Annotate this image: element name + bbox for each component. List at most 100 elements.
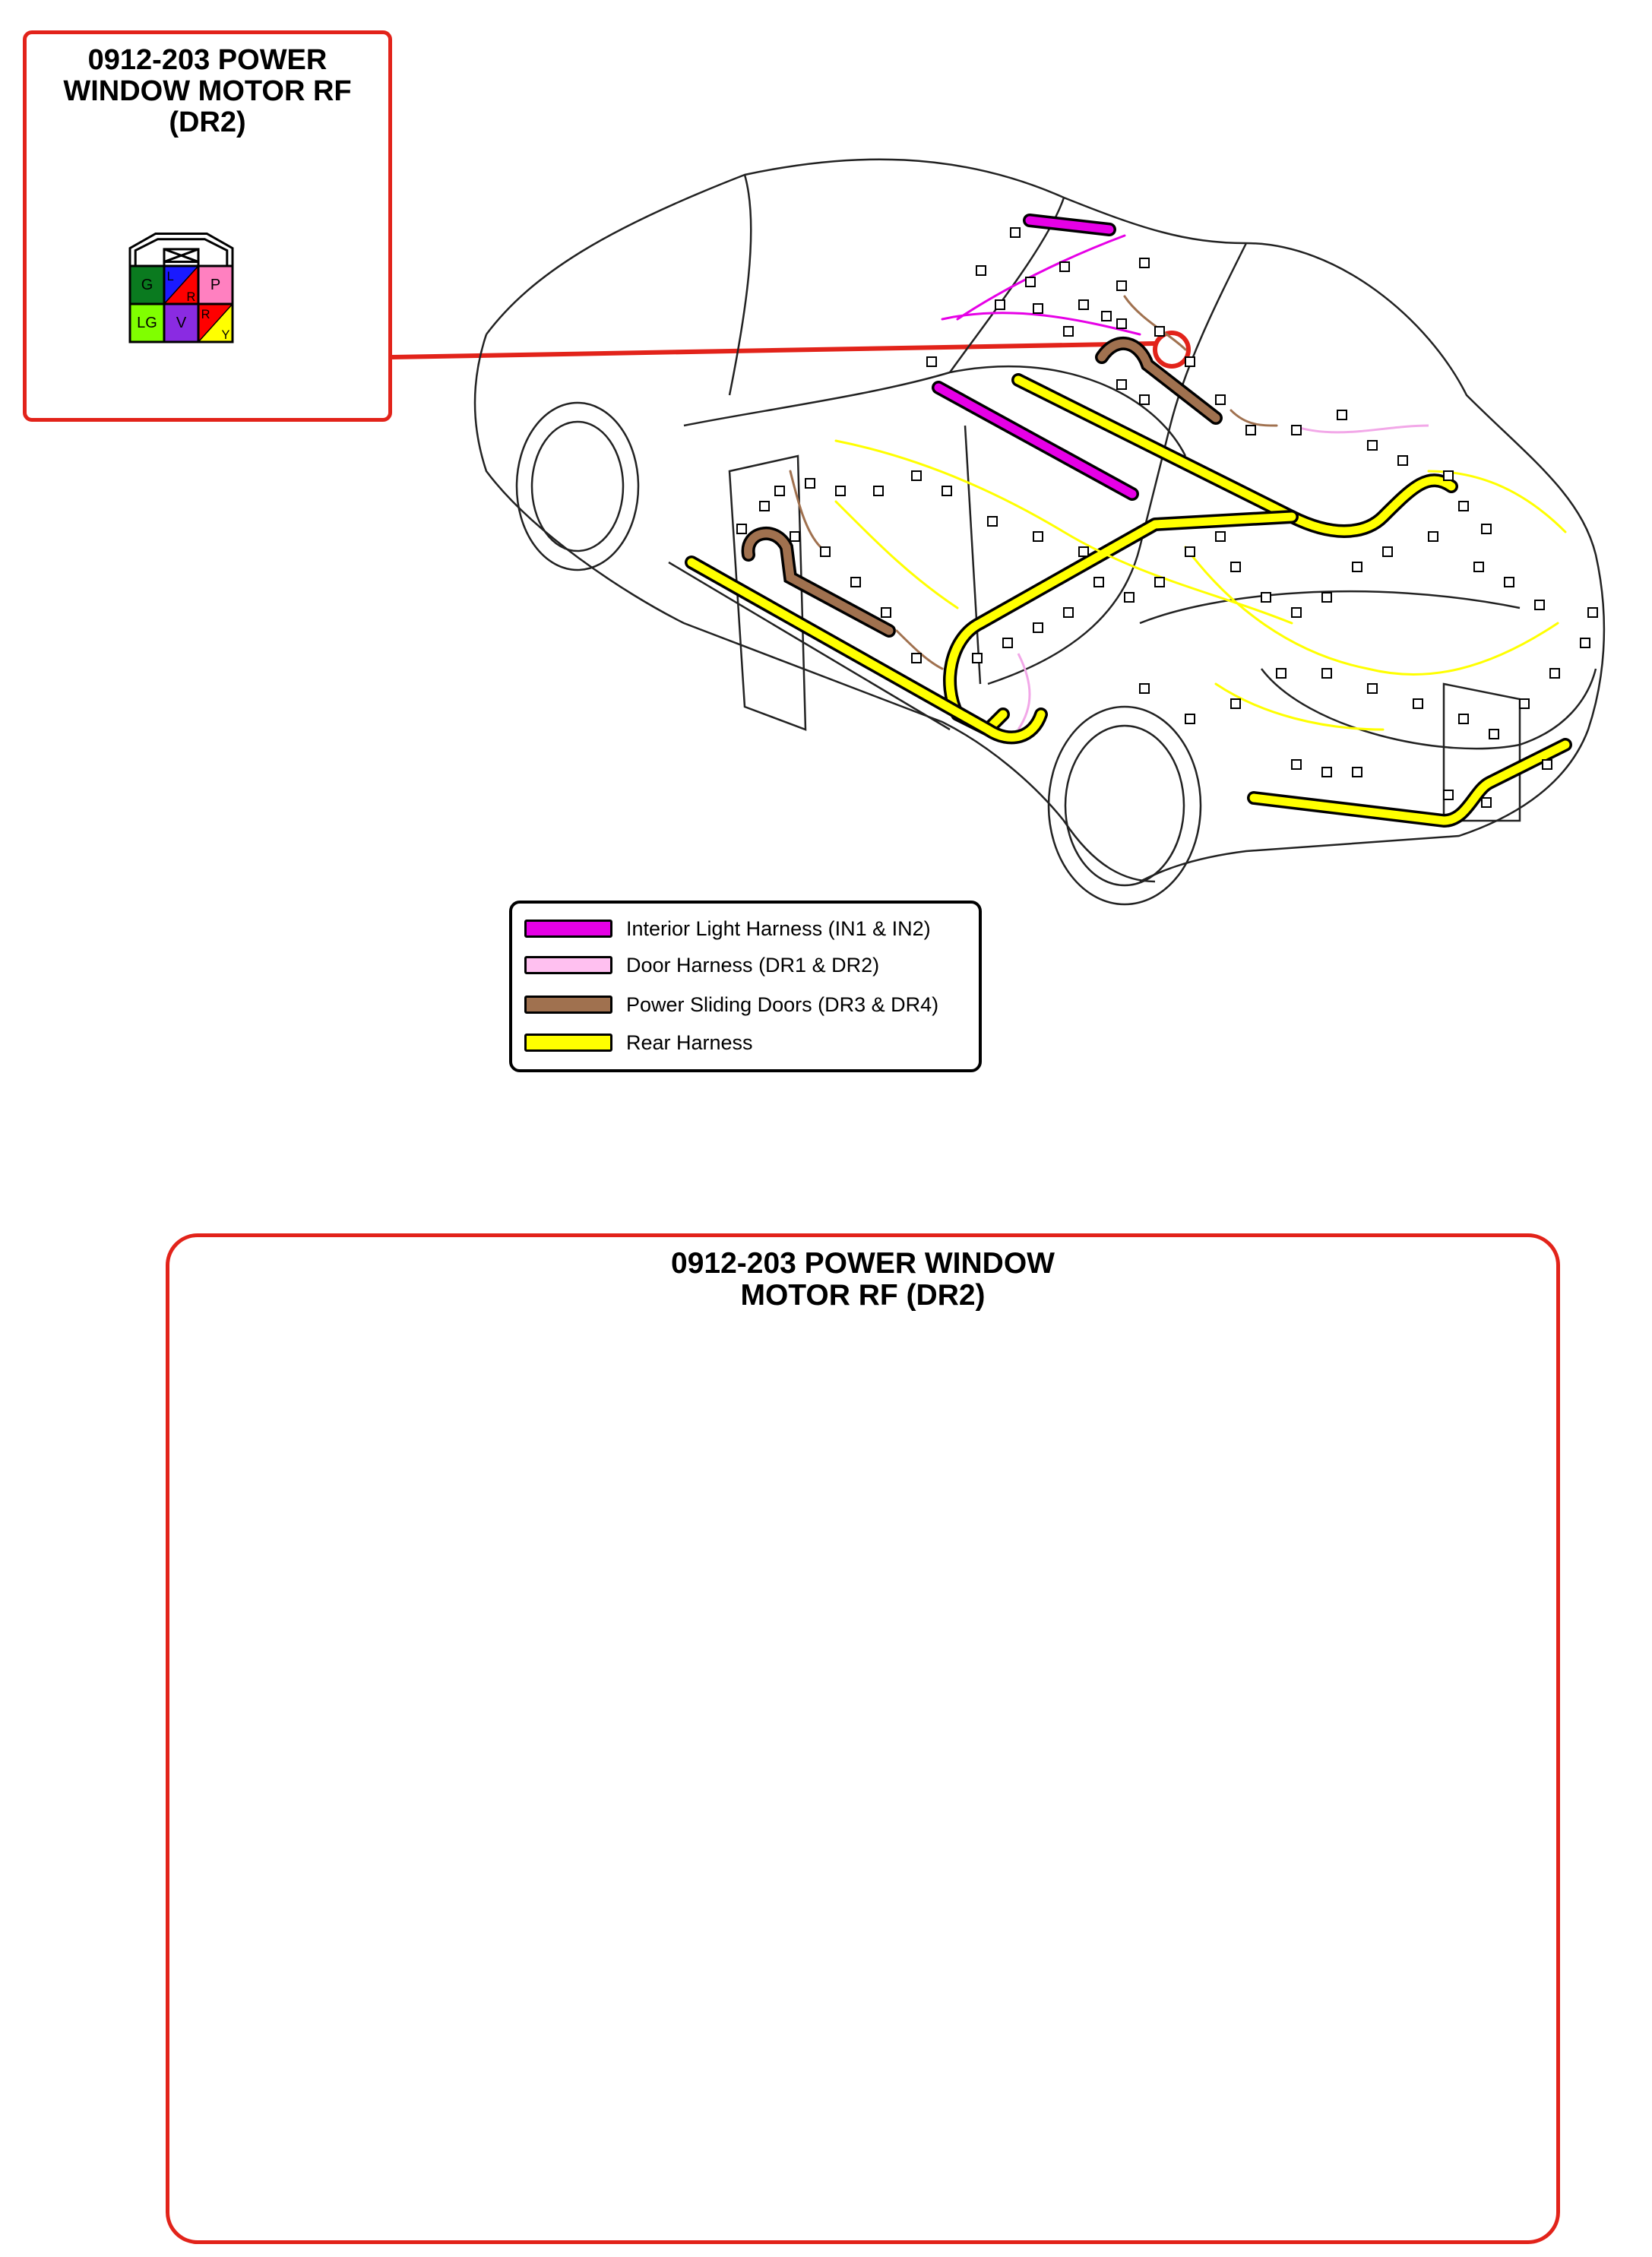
harness-connector-block	[1124, 592, 1135, 603]
legend-swatch	[524, 956, 612, 974]
harness-segment	[1025, 216, 1114, 234]
harness-connector-block	[1139, 394, 1150, 405]
harness-connector-block	[1139, 683, 1150, 694]
interior-light-harness	[932, 214, 1141, 501]
harness-connector-block	[1276, 668, 1286, 679]
pin-wire-color-label: V	[176, 315, 187, 331]
harness-connector-block	[1549, 668, 1560, 679]
legend-swatch	[524, 1034, 612, 1052]
legend-label: Rear Harness	[626, 1030, 753, 1054]
title-line: (DR2)	[169, 106, 246, 139]
harness-connector-block	[881, 607, 891, 618]
harness-thin	[789, 295, 1278, 670]
connector-pin: G	[128, 264, 166, 305]
harness-connector-block	[1101, 311, 1112, 321]
pin-wire-color-label: LG	[137, 315, 157, 331]
harness-connector-block	[1291, 425, 1302, 435]
legend-label: Power Sliding Doors (DR3 & DR4)	[626, 992, 939, 1016]
harness-connector-block	[736, 524, 747, 534]
harness-connector-block	[1215, 394, 1226, 405]
legend-item: Rear Harness	[524, 1030, 753, 1056]
title-line: 0912-203 POWER	[87, 44, 328, 76]
harness-connector-block	[1428, 531, 1438, 542]
harness-connector-block	[1116, 280, 1127, 291]
harness-connector-block	[1382, 546, 1393, 557]
harness-connector-block	[911, 653, 922, 663]
connector-pin: LG	[128, 302, 166, 343]
legend-label: Interior Light Harness (IN1 & IN2)	[626, 916, 931, 940]
harness-connector-block	[1230, 698, 1241, 709]
harness-connector-block	[1063, 326, 1074, 337]
legend-swatch	[524, 920, 612, 938]
harness-connector-block	[976, 265, 986, 276]
harness-connector-block	[1352, 767, 1362, 777]
harness-connector-block	[942, 486, 952, 496]
harness-connector-block	[1291, 759, 1302, 770]
harness-connector-block	[1367, 440, 1378, 451]
harness-connector-block	[1154, 326, 1165, 337]
harness-segment	[687, 558, 1046, 742]
harness-connector-block	[1413, 698, 1423, 709]
harness-connector-block	[1139, 258, 1150, 268]
harness-segment	[934, 383, 1137, 499]
harness-connector-block	[972, 653, 983, 663]
harness-connector-block	[1093, 577, 1104, 587]
car-body-outline	[473, 158, 1606, 906]
legend-label: Door Harness (DR1 & DR2)	[626, 953, 880, 977]
connector-title-small: 0912-203 POWER WINDOW MOTOR RF (DR2)	[27, 44, 388, 139]
legend-swatch	[524, 996, 612, 1014]
connector-title-large: 0912-203 POWER WINDOW MOTOR RF (DR2)	[169, 1247, 1556, 1312]
harness-connector-block	[1185, 546, 1195, 557]
title-line: WINDOW MOTOR RF	[63, 75, 352, 108]
callout-target-circle	[1153, 331, 1191, 369]
harness-connector-block	[1337, 410, 1347, 420]
harness-legend: Interior Light Harness (IN1 & IN2) Door …	[509, 901, 982, 1072]
harness-connector-block	[1116, 318, 1127, 329]
harness-connector-block	[1580, 638, 1590, 648]
connector-pin: RY	[197, 302, 234, 343]
harness-connector-block	[1078, 299, 1089, 310]
harness-connector-block	[1063, 607, 1074, 618]
harness-segment	[1249, 740, 1570, 825]
harness-connector-block	[1443, 470, 1454, 481]
harness-connector-block	[759, 501, 770, 511]
pin-wire-color-label: P	[210, 277, 220, 293]
harness-connector-block	[805, 478, 815, 489]
harness-segment	[1014, 375, 1456, 536]
harness-connector-block	[1458, 501, 1469, 511]
harness-connector-block	[1443, 790, 1454, 800]
harness-connector-block	[774, 486, 785, 496]
harness-connector-block	[911, 470, 922, 481]
harness-connector-block	[1245, 425, 1256, 435]
harness-connector-block	[1078, 546, 1089, 557]
connector-pin: V	[163, 302, 200, 343]
harness-connector-block	[1321, 592, 1332, 603]
door-harness	[1017, 424, 1429, 730]
harness-connector-block	[1481, 524, 1492, 534]
title-line: MOTOR RF (DR2)	[740, 1279, 986, 1312]
harness-connector-block	[1481, 797, 1492, 808]
harness-connector-block	[850, 577, 861, 587]
harness-segment	[1097, 339, 1220, 423]
connector-callout-large: 0912-203 POWER WINDOW MOTOR RF (DR2)	[166, 1233, 1560, 2244]
harness-connector-block	[1473, 562, 1484, 572]
harness-connector-block	[987, 516, 998, 527]
harness-connector-block	[1397, 455, 1408, 466]
harness-connector-block	[995, 299, 1005, 310]
connector-callout-small: 0912-203 POWER WINDOW MOTOR RF (DR2)	[23, 30, 392, 422]
harness-connector-block	[1185, 714, 1195, 724]
harness-connector-block	[835, 486, 846, 496]
harness-connector-block	[1534, 600, 1545, 610]
pin-wire-color-label: R	[187, 290, 196, 304]
harness-connector-block	[1059, 261, 1070, 272]
legend-item: Power Sliding Doors (DR3 & DR4)	[524, 992, 938, 1018]
connector-pin: LR	[163, 264, 200, 305]
callout-leader-line	[391, 341, 1156, 359]
harness-connector-block	[1033, 303, 1043, 314]
connector-blocks	[736, 227, 1598, 808]
harness-connector-block	[1519, 698, 1530, 709]
harness-connector-block	[1542, 759, 1552, 770]
rear-harness	[685, 373, 1572, 828]
harness-thin	[834, 439, 1567, 731]
harness-segment	[744, 529, 894, 635]
